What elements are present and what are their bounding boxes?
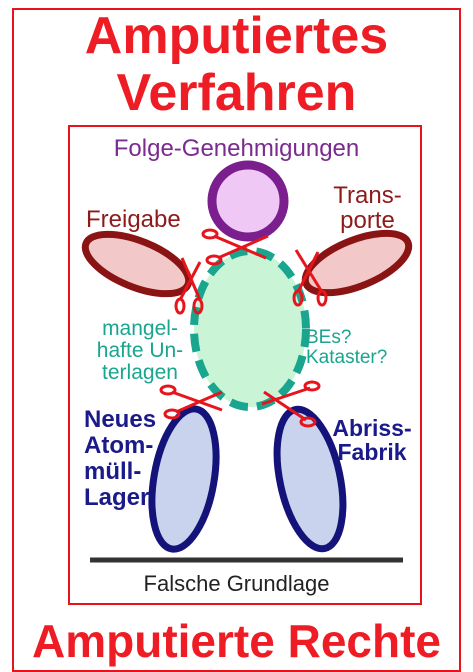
- label-bes-line-1: BEs?: [306, 328, 386, 348]
- label-abriss-line-1: Abriss-: [331, 416, 413, 440]
- label-neues-line-3: müll-: [84, 459, 154, 485]
- left-arm-shape: [77, 222, 196, 306]
- torso-shape: [194, 251, 306, 407]
- label-neues-line-1: Neues: [84, 407, 154, 433]
- label-abriss-line-2: Fabrik: [331, 440, 413, 464]
- label-abriss-fabrik: Abriss- Fabrik: [331, 416, 413, 464]
- label-transporte-line-1: Trans-: [330, 183, 405, 208]
- label-bes-kataster: BEs? Kataster?: [306, 328, 386, 368]
- label-transporte-line-2: porte: [330, 208, 405, 233]
- head-shape: [212, 165, 284, 237]
- label-bes-line-2: Kataster?: [306, 348, 386, 368]
- bottom-title: Amputierte Rechte: [0, 618, 473, 664]
- label-neues-line-2: Atom-: [84, 433, 154, 459]
- label-mangelhafte-unterlagen: mangel- hafte Un- terlagen: [88, 318, 192, 384]
- label-falsche-grundlage: Falsche Grundlage: [0, 572, 473, 595]
- label-folge-genehmigungen: Folge-Genehmigungen: [0, 136, 473, 161]
- label-neues-line-4: Lager: [84, 485, 154, 511]
- label-neues-atommuell-lager: Neues Atom- müll- Lager: [84, 407, 154, 511]
- label-mangel-line-2: hafte Un-: [88, 340, 192, 362]
- label-mangel-line-3: terlagen: [88, 362, 192, 384]
- label-transporte: Trans- porte: [330, 183, 405, 233]
- label-mangel-line-1: mangel-: [88, 318, 192, 340]
- label-freigabe: Freigabe: [86, 207, 181, 232]
